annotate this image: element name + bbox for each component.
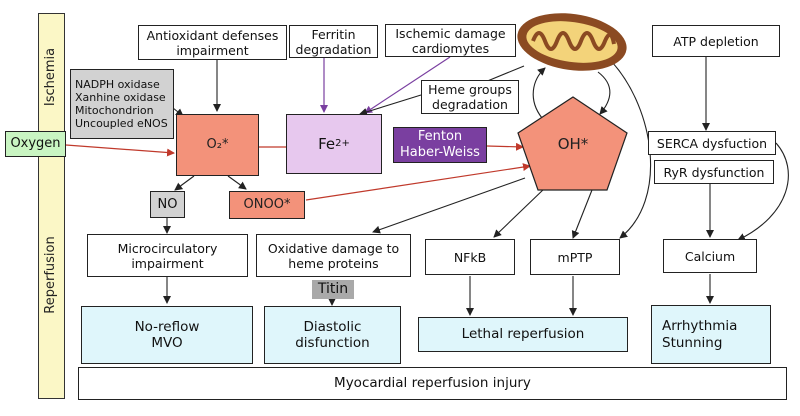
arrow-oh-to-nfkb [493, 187, 546, 238]
lethal-reperfusion-box: Lethal reperfusion [418, 317, 628, 352]
calcium-box: Calcium [663, 239, 757, 273]
heme-box: Heme groups degradation [421, 80, 519, 114]
ischemic-damage-box: Ischemic damage cardiomytes [385, 24, 516, 57]
arrow-ischemic-to-fe [364, 56, 451, 114]
reperfusion-injury-box: Myocardial reperfusion injury [78, 367, 787, 400]
arrow-mito-to-oh [597, 71, 611, 115]
arrow-serca-to-calcium [737, 142, 789, 241]
mptp-box: mPTP [530, 239, 620, 275]
label-reperfusion: Reperfusion [43, 236, 58, 314]
arrow-mito-to-heme [484, 65, 525, 83]
iron-symbol: Fe [318, 135, 336, 153]
nfkb-box: NFkB [425, 239, 515, 275]
no-reflow-box: No-reflow MVO [81, 306, 253, 364]
arrow-oh-to-mptp [571, 189, 593, 239]
diastolic-box: Diastolic disfunction [264, 306, 401, 364]
oh-pentagon [517, 96, 628, 191]
fenton-box: Fenton Haber-Weiss [393, 127, 487, 163]
oxidative-damage-box: Oxidative damage to heme proteins [256, 234, 411, 277]
arrow-o2-to-no [174, 175, 195, 191]
microcirculatory-box: Microcirculatory impairment [87, 234, 248, 277]
arrow-onoo-to-oh [305, 163, 531, 201]
peroxynitrite-box: ONOO* [229, 191, 305, 219]
label-ischemia: Ischemia [43, 47, 58, 107]
sources-box: NADPH oxidase Xanhine oxidase Mitochondr… [70, 69, 174, 139]
hydroxyl-label: OH* [557, 135, 589, 153]
ferritin-box: Ferritin degradation [289, 25, 378, 58]
arrow-oh-to-oxidative [372, 177, 526, 234]
arrow-oxygen-to-o2 [65, 144, 175, 157]
arrhythmia-box: Arrhythmia Stunning [651, 305, 771, 364]
titin-box: Titin [312, 280, 354, 299]
arrow-oh-to-mito [532, 67, 546, 119]
iron-charge: 2+ [335, 138, 350, 149]
serca-box: SERCA dysfuction [648, 131, 776, 155]
phase-sidebar [38, 13, 65, 399]
arrow-o2-to-onoo [227, 175, 247, 190]
superoxide-box: O₂* [176, 114, 259, 176]
arrow-fenton-to-oh [486, 142, 524, 151]
ryr-box: RyR dysfunction [654, 160, 774, 184]
mitochondrion-icon [515, 11, 629, 73]
oxygen-box: Oxygen [5, 131, 66, 157]
antioxidant-box: Antioxidant defenses impairment [138, 25, 287, 60]
atp-box: ATP depletion [652, 25, 780, 57]
arrow-heme-to-fe [359, 94, 422, 116]
no-box: NO [150, 191, 185, 218]
